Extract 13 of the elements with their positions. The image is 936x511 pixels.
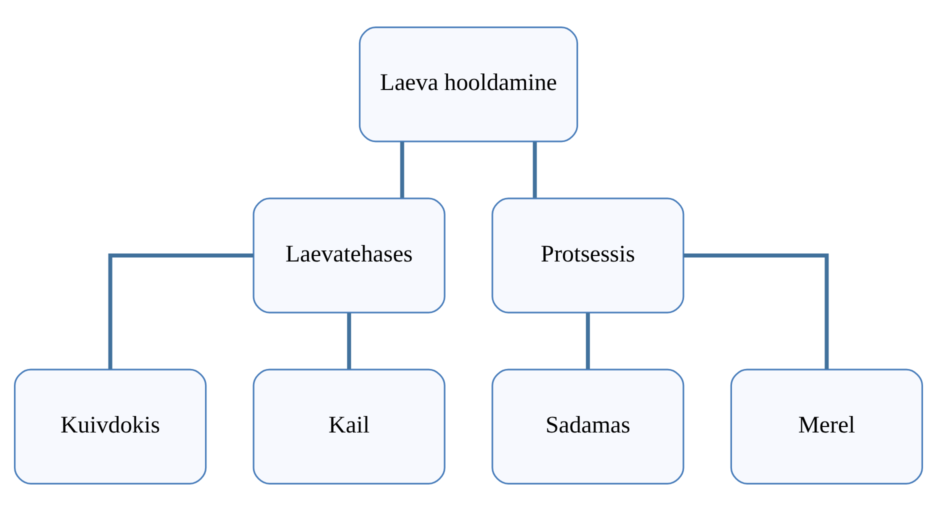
connector bbox=[400, 142, 404, 198]
node-box: Kail bbox=[252, 368, 445, 484]
node-box: Protsessis bbox=[491, 198, 684, 314]
node-box: Sadamas bbox=[491, 368, 684, 484]
node-box: Laeva hooldamine bbox=[358, 26, 578, 142]
connector bbox=[346, 312, 351, 370]
connector bbox=[585, 312, 590, 370]
node-box: Merel bbox=[730, 368, 923, 484]
node-box: Laevatehases bbox=[252, 198, 445, 314]
connector bbox=[532, 142, 536, 198]
connector bbox=[108, 254, 253, 370]
node-box: Kuivdokis bbox=[13, 368, 206, 484]
connector bbox=[683, 254, 828, 370]
